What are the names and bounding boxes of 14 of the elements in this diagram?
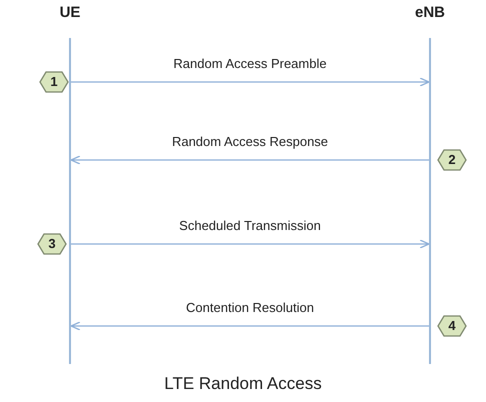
message-arrow bbox=[71, 77, 430, 87]
step-number-badge: 4 bbox=[437, 315, 467, 337]
message-arrow bbox=[70, 321, 429, 331]
lifeline-label: UE bbox=[58, 4, 82, 21]
step-number-badge: 2 bbox=[437, 149, 467, 171]
message-label: Contention Resolution bbox=[184, 300, 316, 315]
lifeline-label: eNB bbox=[414, 4, 446, 21]
message-arrow bbox=[70, 155, 429, 165]
step-number-badge: 1 bbox=[39, 71, 69, 93]
message-label: Scheduled Transmission bbox=[177, 218, 323, 233]
message-arrow bbox=[71, 239, 430, 249]
step-number-badge: 3 bbox=[37, 233, 67, 255]
caption: LTE Random Access bbox=[164, 374, 322, 394]
message-label: Random Access Preamble bbox=[171, 56, 329, 71]
